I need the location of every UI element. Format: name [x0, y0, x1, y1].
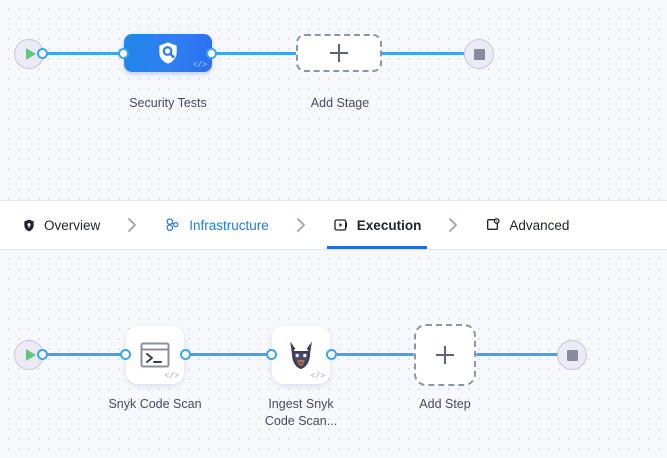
pipeline-tabbar: Overview Infrastructure	[0, 200, 667, 250]
wire-add-step-to-end	[476, 353, 566, 356]
stage-node-security-tests[interactable]: </>	[124, 34, 212, 72]
snyk-code-scan-input-port[interactable]	[120, 349, 131, 360]
wire-security-tests-to-add-stage	[210, 52, 302, 55]
code-badge: </>	[310, 372, 325, 381]
wire-snyk-code-scan-to-ingest	[184, 353, 270, 356]
tab-overview-label: Overview	[44, 217, 101, 233]
infrastructure-icon	[164, 217, 181, 233]
plus-icon	[436, 346, 454, 364]
add-step-button[interactable]	[414, 324, 476, 386]
steps-canvas[interactable]: </> Snyk Code Scan </> Ingest Snyk Code …	[0, 250, 667, 458]
stage-label-security-tests: Security Tests	[129, 96, 207, 110]
add-stage-label: Add Stage	[310, 96, 370, 110]
plus-icon	[330, 44, 348, 62]
step-start-output-port[interactable]	[37, 349, 48, 360]
add-step-label: Add Step	[419, 397, 471, 411]
tab-separator-2	[279, 201, 323, 249]
step-end-node[interactable]	[557, 340, 587, 370]
wire-start-to-snyk-code-scan	[42, 353, 128, 356]
step-label-ingest-snyk-code-scan: Ingest Snyk Code Scan...	[264, 397, 338, 428]
tab-separator-3	[431, 201, 475, 249]
wire-add-stage-to-end	[378, 52, 473, 55]
code-badge: </>	[164, 372, 179, 381]
wire-start-to-security-tests	[42, 52, 130, 55]
tab-advanced[interactable]: Advanced	[475, 201, 579, 249]
tab-execution[interactable]: Execution	[323, 201, 432, 249]
code-badge: </>	[192, 61, 207, 70]
add-stage-button[interactable]	[296, 34, 382, 72]
tab-advanced-label: Advanced	[509, 217, 570, 233]
tab-infrastructure[interactable]: Infrastructure	[154, 201, 279, 249]
security-tests-input-port[interactable]	[118, 48, 129, 59]
tab-execution-label: Execution	[356, 217, 422, 233]
step-node-snyk-code-scan[interactable]: </>	[126, 326, 184, 384]
security-tests-output-port[interactable]	[206, 48, 217, 59]
ingest-snyk-input-port[interactable]	[266, 349, 277, 360]
shield-icon	[22, 218, 36, 233]
step-node-ingest-snyk-code-scan[interactable]: </>	[272, 326, 330, 384]
stop-icon	[473, 48, 485, 60]
snyk-code-scan-output-port[interactable]	[180, 349, 191, 360]
stop-icon	[566, 349, 578, 361]
stage-end-node[interactable]	[464, 39, 494, 69]
advanced-gear-icon	[485, 217, 501, 233]
stages-canvas[interactable]: </> Security Tests Add Stage	[0, 0, 667, 200]
ingest-snyk-output-port[interactable]	[326, 349, 337, 360]
execution-play-icon	[333, 217, 349, 233]
step-label-snyk-code-scan: Snyk Code Scan	[108, 397, 202, 411]
tab-overview[interactable]: Overview	[12, 201, 110, 249]
doberman-logo-icon	[290, 341, 312, 369]
stage-start-output-port[interactable]	[37, 48, 48, 59]
play-icon	[25, 349, 36, 361]
terminal-icon	[140, 342, 170, 368]
shield-search-icon	[159, 42, 177, 64]
wire-ingest-to-add-step	[330, 353, 414, 356]
tab-infrastructure-label: Infrastructure	[189, 217, 269, 233]
play-icon	[25, 48, 36, 60]
tab-separator-1	[110, 201, 154, 249]
